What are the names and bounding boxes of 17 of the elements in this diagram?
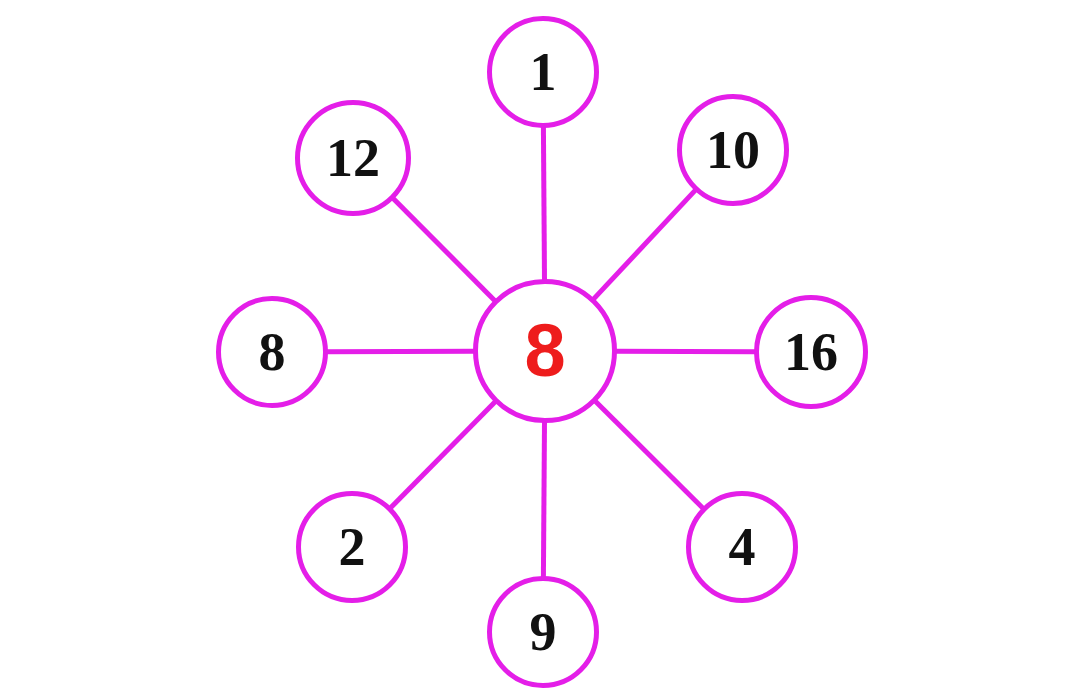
connector-line	[540, 421, 547, 578]
number-label: 1	[529, 45, 557, 99]
number-label: 8	[524, 314, 566, 388]
connector-line	[615, 348, 756, 355]
connector-line	[590, 187, 698, 302]
number-label: 10	[706, 123, 760, 177]
number-label: 9	[529, 605, 557, 659]
number-label: 16	[784, 325, 838, 379]
number-label: 12	[326, 131, 380, 185]
connector-line	[326, 348, 475, 355]
number-label: 4	[728, 520, 756, 574]
connector-line	[540, 126, 547, 281]
connector-line	[388, 399, 498, 511]
connector-line	[592, 398, 706, 511]
number-label: 2	[338, 520, 366, 574]
number-label: 8	[258, 325, 286, 379]
connector-line	[390, 195, 498, 304]
